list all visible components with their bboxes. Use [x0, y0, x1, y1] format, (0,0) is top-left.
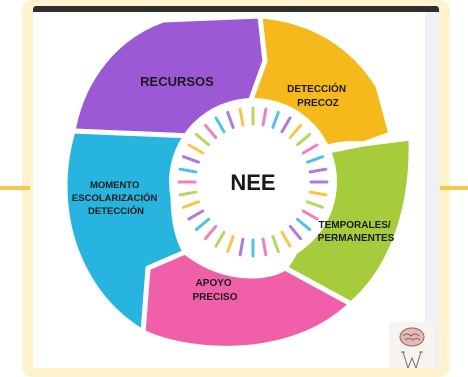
center-disc — [169, 98, 337, 266]
decorative-tick — [301, 143, 319, 155]
decorative-tick — [306, 155, 325, 164]
decorative-tick — [194, 217, 211, 232]
decorative-tick — [238, 237, 245, 257]
label-momento-line-2: ESCOLARIZACIÓN — [72, 192, 158, 204]
label-deteccion-precoz-line-1: DETECCIÓN — [287, 82, 346, 95]
segment-apoyo-preciso — [140, 249, 354, 351]
center-decorative-ticks — [177, 106, 329, 258]
decorative-tick — [280, 230, 292, 248]
brain-hands-icon — [389, 322, 435, 368]
decorative-tick — [181, 155, 200, 164]
decorative-tick — [194, 132, 211, 147]
decorative-tick — [178, 190, 198, 197]
decorative-tick — [187, 209, 205, 221]
decorative-tick — [301, 209, 319, 221]
label-temporales-line-2: PERMANENTES — [318, 233, 395, 244]
label-temporales-permanentes: TEMPORALES/ PERMANENTES — [318, 220, 395, 244]
decorative-tick — [280, 116, 292, 134]
decorative-tick — [203, 224, 218, 241]
decorative-tick — [226, 110, 235, 129]
center-label: NEE — [230, 170, 275, 195]
decorative-tick — [261, 107, 268, 127]
right-connector-line — [440, 186, 468, 190]
decorative-tick — [288, 123, 303, 140]
decorative-tick — [187, 143, 205, 155]
decorative-tick — [226, 235, 235, 254]
diagram-card: NEE RECURSOS DETECCIÓN PRECOZ TEMPORALES… — [33, 6, 439, 368]
label-recursos-line-1: RECURSOS — [140, 74, 214, 89]
label-apoyo-preciso: APOYO PRECISO — [192, 278, 237, 303]
decorative-tick — [271, 235, 280, 254]
label-temporales-line-1: TEMPORALES/ — [318, 220, 390, 231]
card-top-bar — [33, 6, 439, 12]
label-momento-line-3: DETECCIÓN — [88, 205, 144, 217]
decorative-tick — [295, 217, 312, 232]
decorative-tick — [288, 224, 303, 241]
label-recursos: RECURSOS — [140, 74, 214, 89]
label-deteccion-precoz-line-2: PRECOZ — [297, 98, 339, 109]
decorative-tick — [306, 200, 325, 209]
label-apoyo-line-2: PRECISO — [192, 292, 237, 303]
label-deteccion-precoz: DETECCIÓN PRECOZ — [287, 82, 349, 109]
decorative-tick — [238, 107, 245, 127]
label-momento-line-1: MOMENTO — [90, 180, 139, 191]
decorative-tick — [271, 110, 280, 129]
card-side-strip — [425, 12, 439, 368]
decorative-tick — [214, 116, 226, 134]
decorative-tick — [295, 132, 312, 147]
decorative-tick — [178, 167, 198, 174]
cycle-diagram: NEE RECURSOS DETECCIÓN PRECOZ TEMPORALES… — [62, 13, 414, 351]
decorative-tick — [214, 230, 226, 248]
decorative-tick — [308, 190, 328, 197]
label-momento-escolarizacion: MOMENTO ESCOLARIZACIÓN DETECCIÓN — [72, 180, 160, 217]
label-apoyo-line-1: APOYO — [196, 278, 232, 289]
decorative-tick — [261, 237, 268, 257]
left-connector-line — [0, 186, 30, 190]
decorative-tick — [308, 167, 328, 174]
decorative-tick — [181, 200, 200, 209]
decorative-tick — [203, 123, 218, 140]
